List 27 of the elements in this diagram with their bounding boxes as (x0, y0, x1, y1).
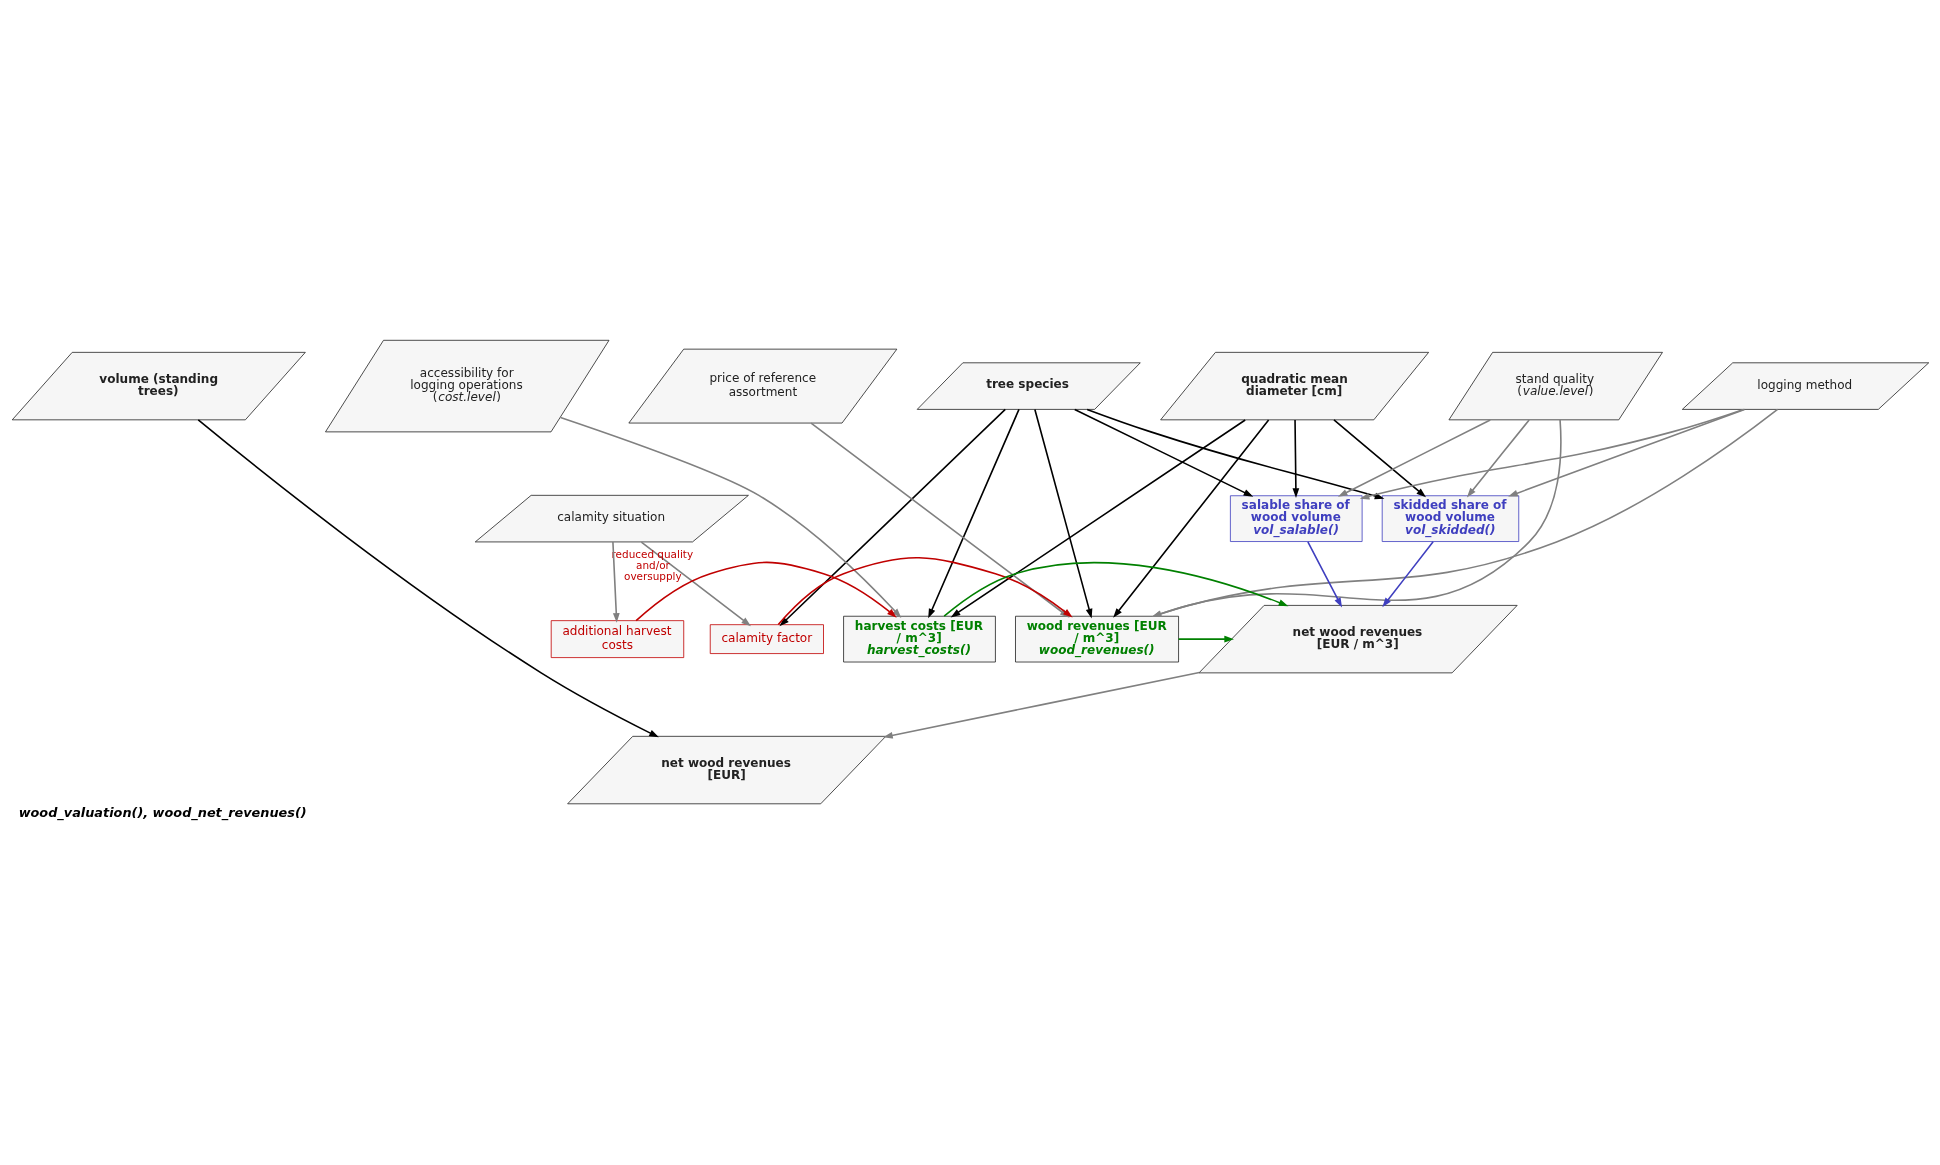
caption: wood_valuation(), wood_net_revenues() (18, 804, 307, 820)
arrow (1507, 408, 1745, 497)
node-box: skidded share of wood volume vol_skidded() (1381, 495, 1519, 542)
arrow (1359, 408, 1744, 500)
arrow (640, 541, 751, 627)
node-box: calamity factor (709, 624, 824, 654)
arrow (1306, 541, 1342, 608)
node-box: wood revenues [EUR / m^3] wood_revenues() (1014, 615, 1179, 663)
arrow (778, 408, 1006, 627)
arrow (1332, 419, 1426, 498)
arrow (611, 541, 620, 623)
arrow (1292, 419, 1299, 498)
arrow (559, 416, 901, 618)
arrow (1466, 419, 1530, 498)
node-box: salable share of wood volume vol_salable() (1229, 495, 1362, 542)
arrow (1085, 408, 1384, 500)
node-box: additional harvest costs (550, 620, 684, 658)
arrow (196, 419, 659, 738)
edge-label: reduced quality and/or oversupply (611, 547, 693, 583)
arrow (1381, 541, 1434, 608)
arrow (1337, 419, 1491, 497)
arrow (634, 561, 897, 622)
arrow (1177, 635, 1234, 643)
arrow (882, 671, 1200, 739)
node-box: harvest costs [EUR / m^3] harvest_costs() (842, 615, 996, 663)
arrow (927, 408, 1020, 619)
arrow (1073, 408, 1253, 497)
